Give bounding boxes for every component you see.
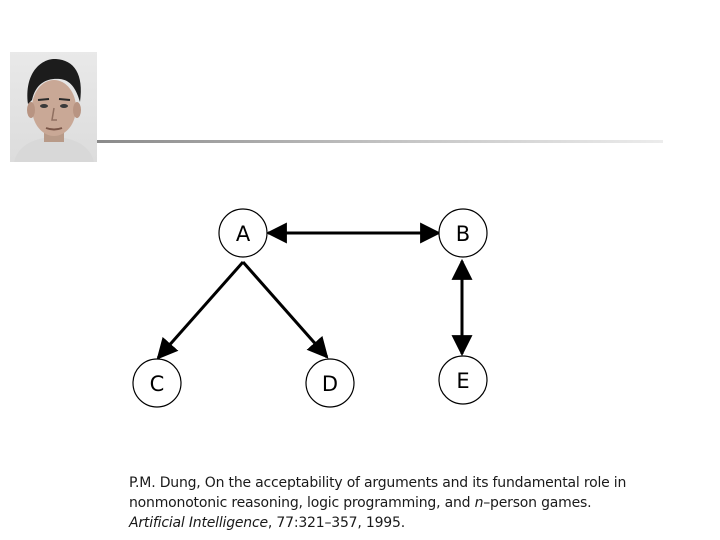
- citation-line-2: nonmonotonic reasoning, logic programmin…: [129, 493, 689, 513]
- node-d-label: D: [322, 372, 338, 396]
- citation: P.M. Dung, On the acceptability of argum…: [129, 473, 689, 533]
- node-e-label: E: [456, 369, 469, 393]
- citation-details: , 77:321–357, 1995.: [267, 515, 405, 531]
- node-d: D: [305, 358, 355, 408]
- citation-n-variable: n: [474, 495, 484, 511]
- citation-line-1: P.M. Dung, On the acceptability of argum…: [129, 475, 627, 491]
- node-b-label: B: [456, 222, 470, 246]
- node-a: A: [218, 208, 268, 258]
- node-e: E: [438, 355, 488, 405]
- citation-line-2-text: nonmonotonic reasoning, logic programmin…: [129, 495, 475, 511]
- node-c: C: [132, 358, 182, 408]
- edge-a-d: [241, 261, 329, 359]
- node-b: B: [438, 208, 488, 258]
- title-divider: [97, 140, 663, 143]
- citation-journal: Artificial Intelligence: [129, 515, 268, 531]
- citation-line-2-end: –person games.: [483, 495, 592, 511]
- portrait-image: [14, 58, 94, 162]
- author-photo: [10, 52, 97, 162]
- edge-a-c: [156, 261, 245, 360]
- node-c-label: C: [150, 372, 165, 396]
- citation-line-3: Artificial Intelligence, 77:321–357, 199…: [129, 513, 689, 533]
- node-a-label: A: [236, 222, 251, 246]
